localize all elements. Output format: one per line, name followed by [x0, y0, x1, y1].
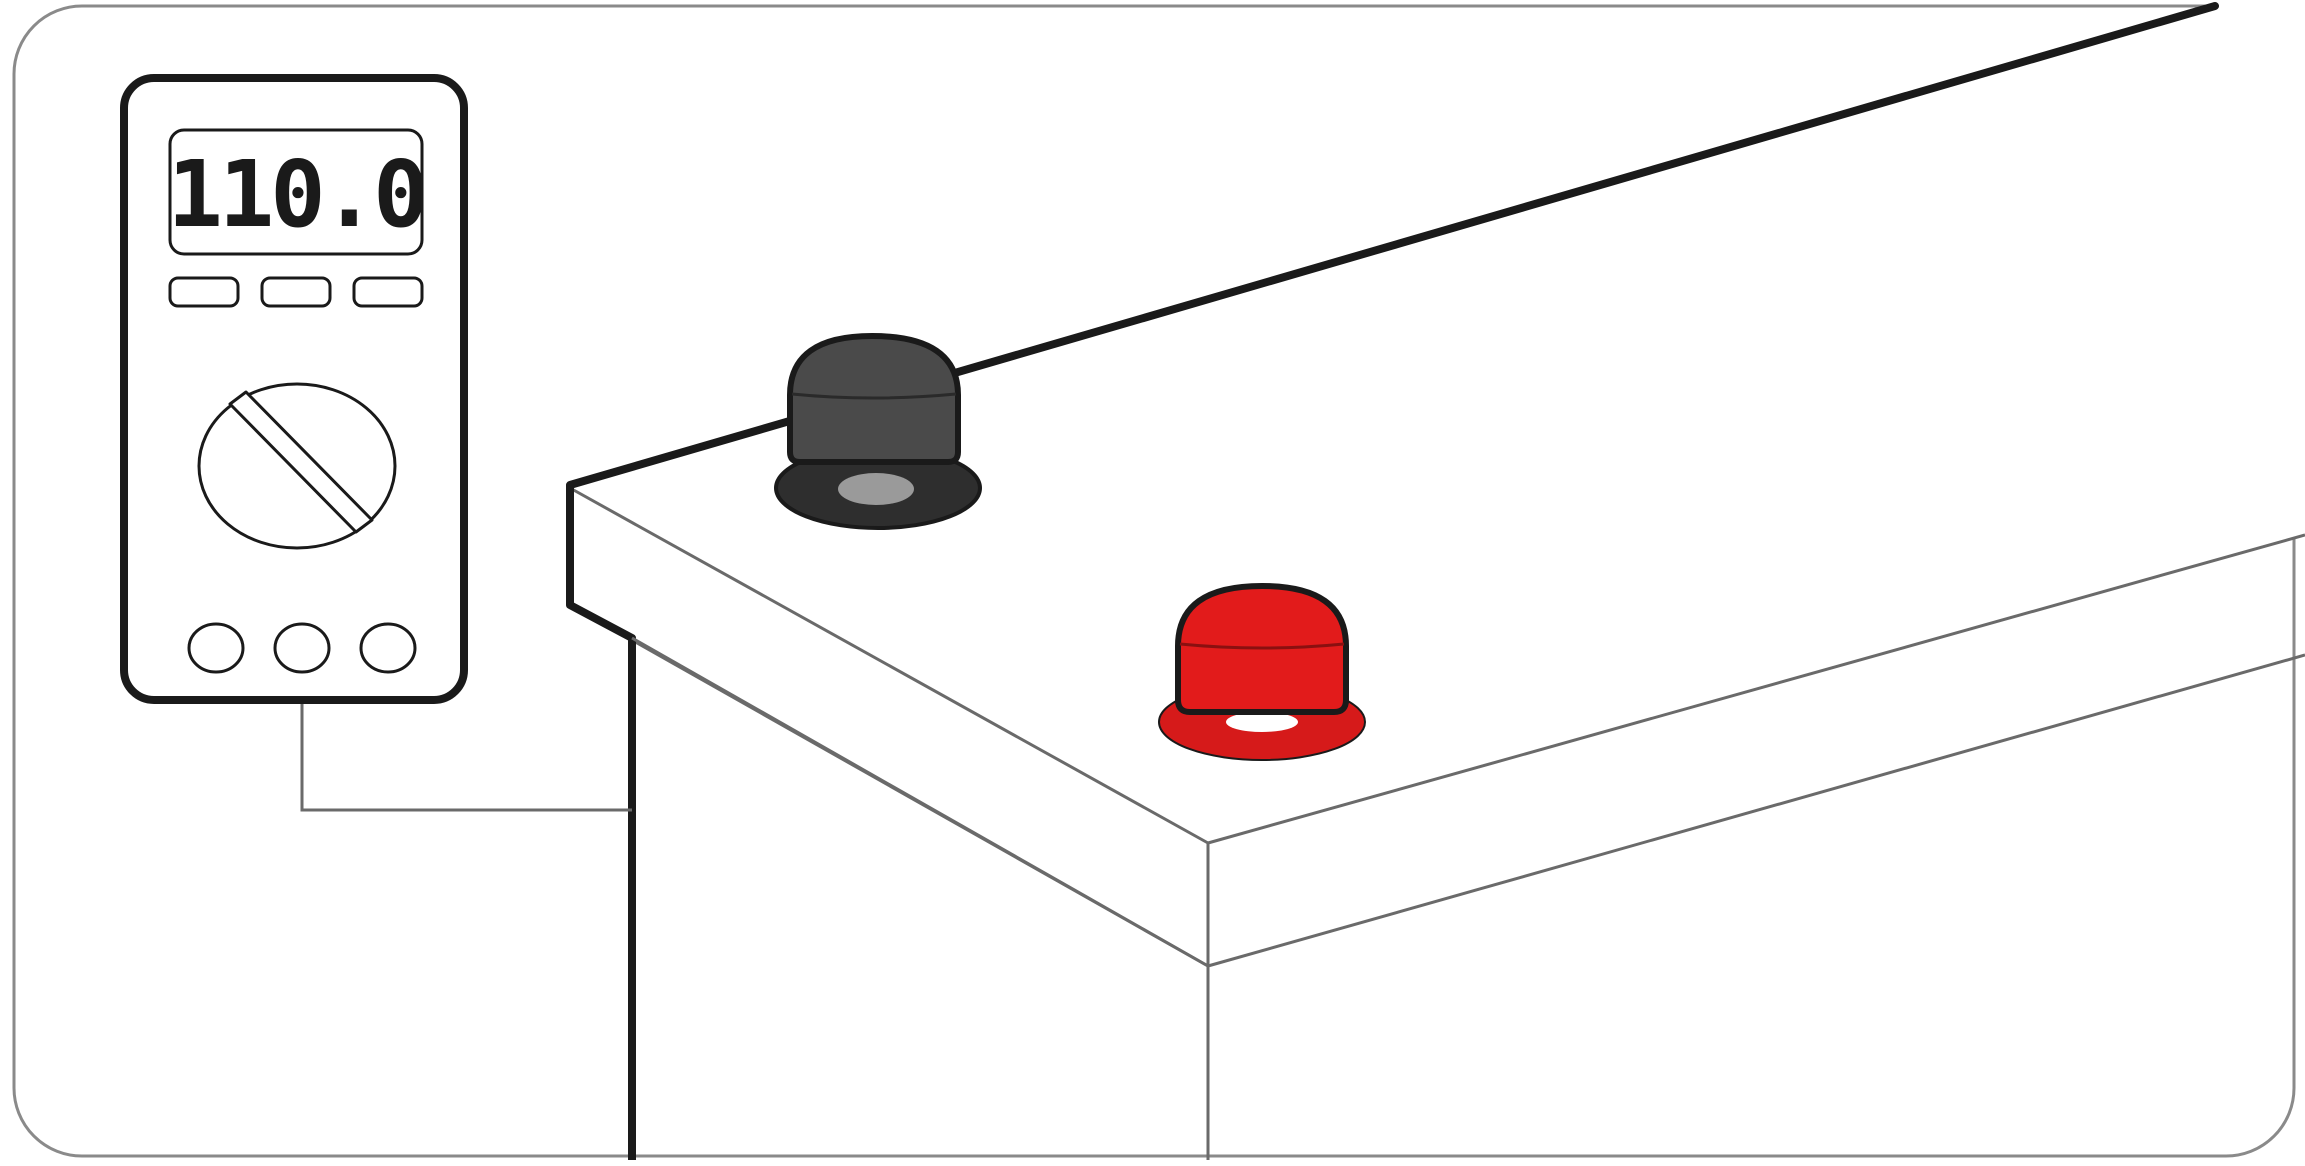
multimeter-display [168, 128, 424, 256]
positive-terminal-cap-ridge [1179, 642, 1345, 650]
negative-terminal-cap-ridge [791, 392, 957, 400]
positive-terminal-base-gap [1226, 712, 1298, 732]
multimeter-button-3 [352, 276, 424, 308]
multimeter-jack-3 [359, 622, 417, 674]
multimeter-jack-2 [273, 622, 331, 674]
multimeter-button-2 [260, 276, 332, 308]
multimeter-button-1 [168, 276, 240, 308]
multimeter-icon: 110.0 [120, 74, 468, 704]
negative-terminal-icon [774, 332, 982, 530]
positive-terminal-icon [1158, 582, 1366, 761]
battery-lid-left-edge [569, 486, 1209, 845]
battery-left-outline [566, 485, 636, 1160]
multimeter-jack-1 [187, 622, 245, 674]
battery-lid-right-edge [1207, 533, 2305, 845]
battery-top-face [570, 0, 2305, 843]
negative-terminal-highlight [838, 473, 914, 505]
multimeter-dial [197, 382, 397, 550]
meter-lead-wire [300, 698, 632, 812]
dial-pointer [228, 390, 374, 534]
multimeter-readout: 110.0 [168, 141, 425, 248]
battery-body-left-edge [631, 636, 1209, 968]
battery-lip-right-edge [1207, 653, 2305, 968]
